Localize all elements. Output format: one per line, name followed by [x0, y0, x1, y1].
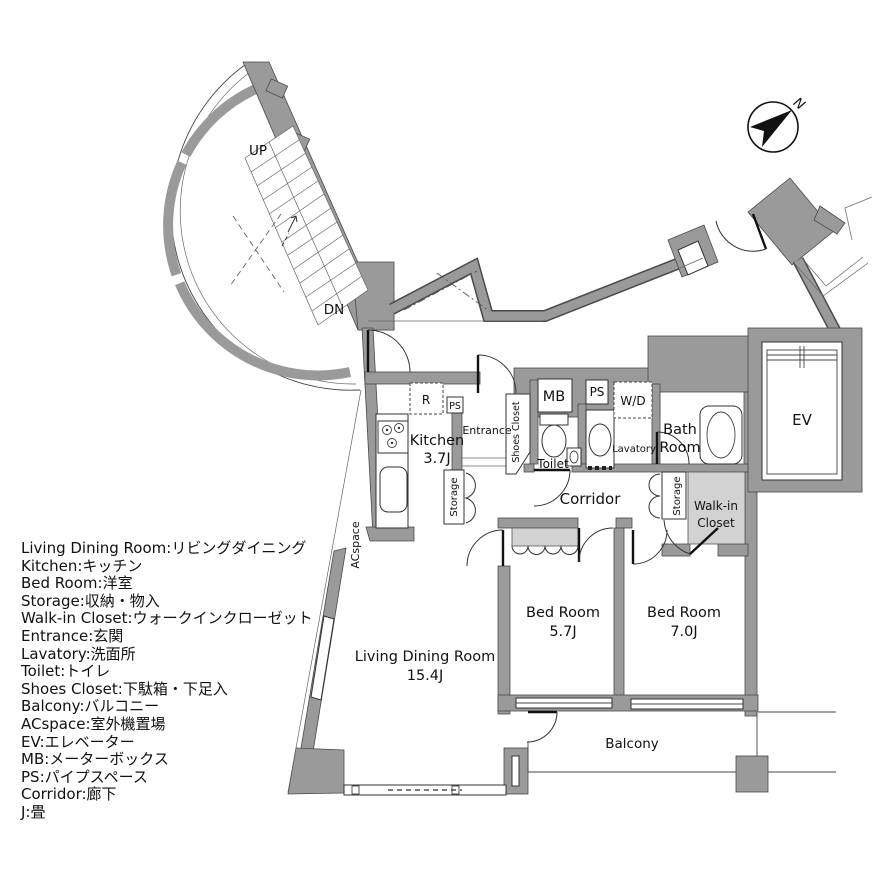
balcony-pillar	[735, 755, 769, 793]
legend-item: Balcony:バルコニー	[21, 697, 160, 716]
bathtub-icon	[699, 405, 743, 465]
walk-in-door	[663, 519, 691, 555]
storage-a-doors	[464, 472, 476, 524]
neighbour-block	[747, 177, 872, 335]
void-hatch	[403, 270, 490, 312]
meter-box	[537, 378, 573, 413]
bath-label-2: Room	[659, 440, 700, 456]
neighbour-entry-door	[715, 213, 768, 252]
bedroom70-label: Bed Room	[647, 605, 721, 621]
legend-item: Lavatory:洗面所	[21, 644, 136, 663]
walk-in-label-1: Walk-in	[694, 499, 738, 513]
front-door	[477, 354, 517, 394]
bedroom57-size: 5.7J	[549, 624, 576, 640]
staircase	[229, 61, 395, 331]
stove-icon	[377, 420, 409, 454]
windows	[343, 697, 744, 796]
legend-item: EV:エレベーター	[21, 732, 135, 751]
legend-item: MB:メーターボックス	[21, 750, 169, 769]
elevator-zone	[747, 327, 863, 493]
kitchen-fixtures	[375, 413, 409, 529]
shoes-closet-label: Shoes Closet	[511, 401, 522, 463]
storage-b-doors	[648, 473, 661, 519]
entrance-label: Entrance	[462, 424, 512, 437]
legend-item: Bed Room:洋室	[21, 574, 133, 593]
lavatory-label: Lavatory	[612, 444, 656, 455]
common-corridor-walls	[368, 224, 719, 322]
washer-dryer-label: W/D	[620, 394, 645, 408]
doors	[366, 329, 719, 743]
bath-fixtures	[699, 405, 743, 465]
north-arrow-icon	[750, 110, 792, 147]
kitchen-sink-icon	[379, 466, 408, 513]
walk-in-closet-area	[687, 471, 746, 545]
legend-item: Corridor:廊下	[21, 785, 117, 804]
storage-a-label: Storage	[449, 477, 460, 516]
legend-item: Entrance:玄関	[21, 626, 124, 645]
living-dining-label: Living Dining Room	[355, 649, 495, 665]
legend-item: Toilet:トイレ	[21, 662, 111, 681]
kitchen-size: 3.7J	[423, 451, 450, 467]
mb-label: MB	[543, 389, 565, 405]
toilet-label: Toilet	[536, 457, 569, 471]
room-labels: UP DN Kitchen 3.7J R PS Entrance Shoes C…	[249, 143, 813, 752]
walk-in-label-2: Closet	[697, 516, 735, 530]
bedroom70-size: 7.0J	[670, 624, 697, 640]
ld-side-window	[310, 615, 335, 701]
bath-door	[656, 431, 690, 465]
apartment-entry-door	[367, 329, 411, 373]
washer-dryer-space	[613, 381, 653, 419]
living-door	[466, 529, 504, 567]
kitchen-label: Kitchen	[410, 433, 465, 449]
storage-b-box	[661, 471, 687, 520]
bedroom57-label: Bed Room	[526, 605, 600, 621]
legend-item: PS:パイプスペース	[21, 767, 148, 786]
wash-basin-icon	[588, 423, 612, 457]
legend-item: ACspace:室外機置場	[21, 714, 166, 733]
balcony-door	[526, 711, 558, 743]
legend-item: Shoes Closet:下駄箱・下足入	[21, 679, 228, 698]
refrigerator-label: R	[422, 393, 430, 407]
lavatory-fixtures	[585, 379, 653, 470]
legend: Living Dining Room:リビングダイニング Kitchen:キッチ…	[21, 539, 313, 822]
living-dining-size: 15.4J	[407, 668, 444, 684]
corridor-label: Corridor	[560, 490, 622, 508]
site-boundary-line	[287, 389, 362, 793]
stair-cut-lines	[229, 213, 285, 293]
bedroom57-door	[578, 527, 614, 563]
balcony-outline	[527, 711, 836, 793]
bedroom70-door	[632, 529, 668, 565]
pipe-space-lavatory	[585, 379, 609, 405]
stair-direction-arrows	[281, 215, 298, 247]
legend-item: Living Dining Room:リビングダイニング	[21, 539, 307, 557]
acspace-label: ACspace	[349, 521, 362, 569]
ev-label: EV	[792, 411, 812, 429]
storage-a-box	[443, 469, 465, 525]
compass: N	[747, 95, 808, 153]
pipe-space-kitchen	[446, 396, 464, 414]
ps-kitchen-label: PS	[449, 401, 461, 412]
shoes-closet-box	[505, 393, 531, 475]
refrigerator-space	[409, 382, 444, 415]
stairs-down-label: DN	[324, 302, 345, 318]
toilet-door	[533, 469, 571, 507]
toilet-bowl-icon	[541, 424, 567, 458]
toilet-fixtures	[539, 413, 582, 467]
curved-outer-wall	[163, 61, 361, 391]
toilet-tank-icon	[539, 413, 569, 426]
legend-item: Kitchen:キッチン	[21, 556, 143, 575]
balcony-label: Balcony	[605, 736, 659, 752]
legend-item: Walk-in Closet:ウォークインクローゼット	[21, 609, 313, 628]
bedroom57-closet	[511, 527, 579, 555]
entrance-area	[462, 393, 531, 475]
compass-circle	[747, 101, 799, 153]
legend-item: Storage:収納・物入	[21, 591, 160, 610]
ps-lavatory-label: PS	[590, 385, 605, 399]
storage-b-label: Storage	[672, 476, 683, 515]
bath-label-1: Bath	[663, 422, 697, 438]
legend-item: J:畳	[21, 802, 46, 821]
stairs-up-label: UP	[249, 143, 267, 159]
